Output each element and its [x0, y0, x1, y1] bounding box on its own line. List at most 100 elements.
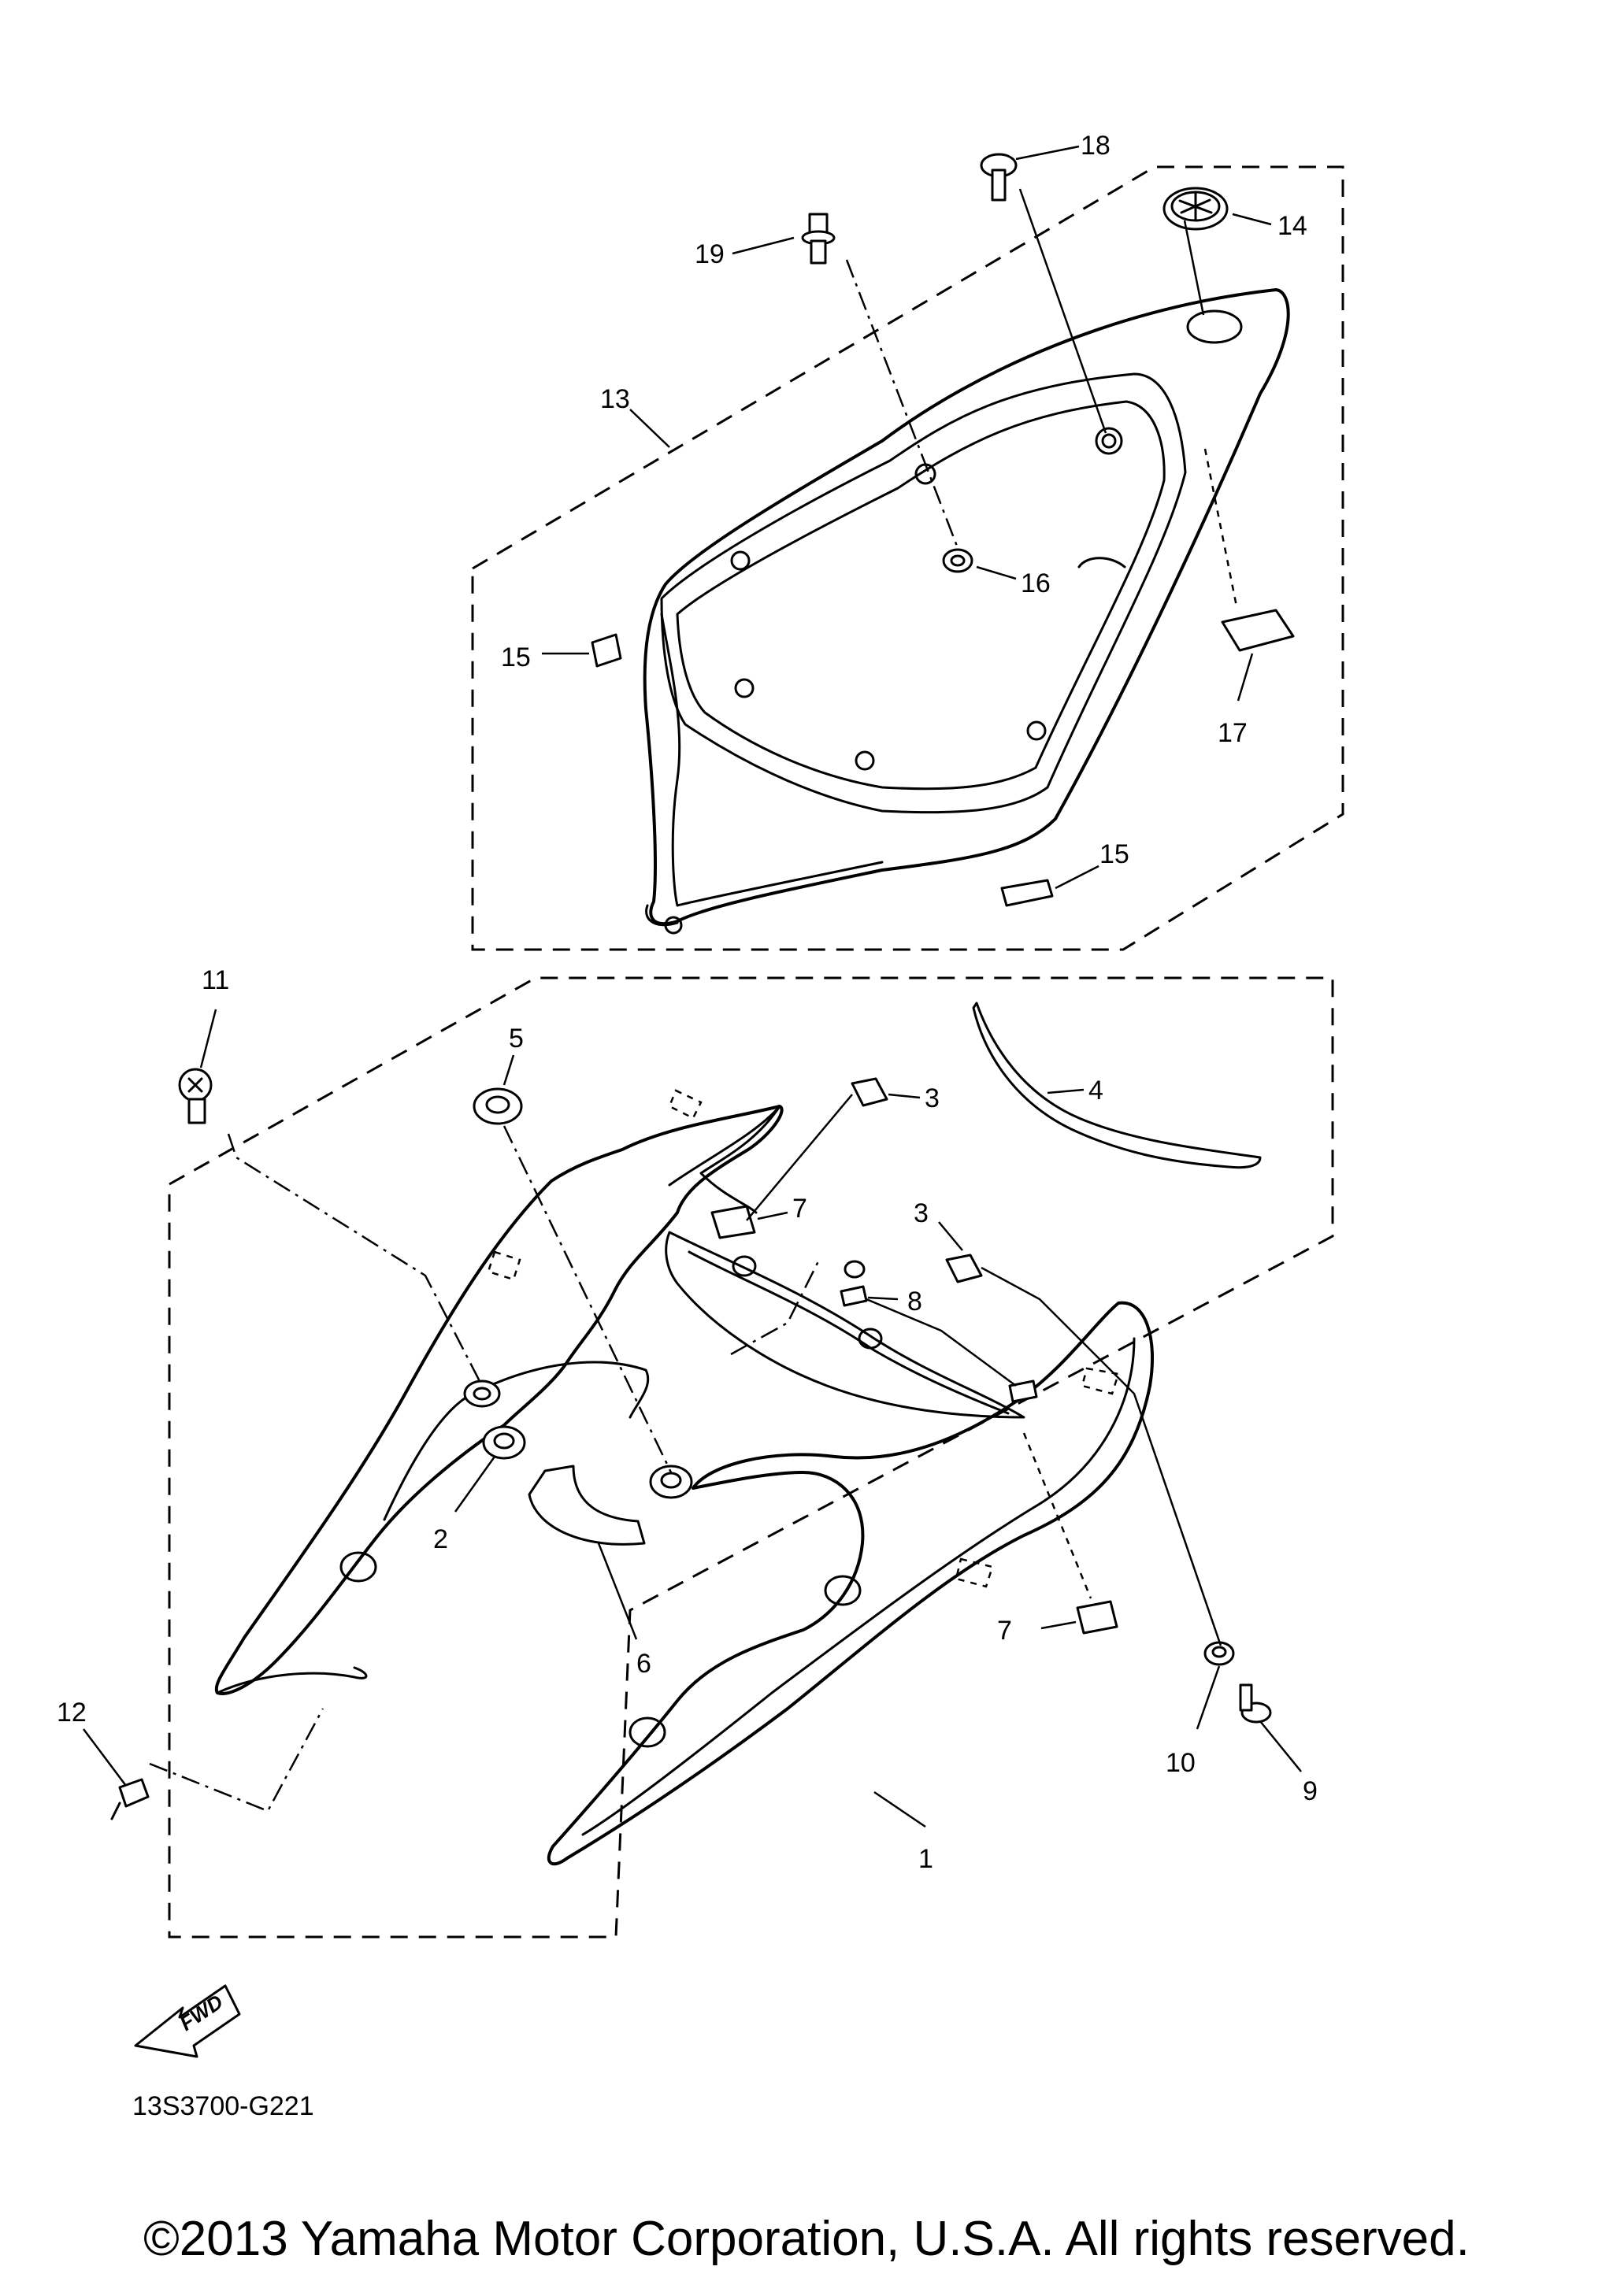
side-cover-left: [214, 1105, 784, 1695]
mount-boss: [629, 1716, 666, 1748]
callout-15-a: 15: [501, 643, 531, 672]
tuning-fork-icon: [1178, 192, 1213, 220]
hidden-clip: [487, 1250, 521, 1281]
mount-boss: [732, 1255, 757, 1277]
seat-cowl-inner-frame: [660, 372, 1187, 814]
clip-nut-part-3-a: [851, 1077, 888, 1107]
leader-18: [1015, 145, 1080, 161]
screw-part-11-shank: [187, 1098, 206, 1124]
damper-part-17: [1221, 609, 1295, 652]
cowl-foot: [645, 904, 679, 927]
callout-9: 9: [1303, 1776, 1318, 1806]
grommet-inner-hole: [660, 1472, 682, 1489]
leader-17: [1237, 653, 1254, 702]
damper-part-8-a: [840, 1285, 868, 1307]
callout-5: 5: [509, 1024, 524, 1054]
callout-17: 17: [1218, 718, 1248, 748]
leader-7-b: [1040, 1620, 1077, 1630]
callout-1: 1: [918, 1844, 933, 1874]
mount-boss-inner: [1101, 433, 1117, 449]
inner-panel: [665, 1231, 1025, 1419]
grommet-part-2: [482, 1425, 526, 1460]
lower-assembly-group: [83, 976, 1334, 1939]
clip-nut-part-3-b: [945, 1254, 983, 1283]
cowl-foot-pin: [664, 916, 683, 935]
mount-tab: [1077, 557, 1126, 568]
assembly-line: [1018, 188, 1107, 434]
leader-2: [454, 1456, 496, 1513]
fwd-arrow-icon: [134, 1984, 241, 2058]
side-cover-part-1-edge: [581, 1337, 1136, 1836]
grommet-part-2-hole: [493, 1432, 515, 1450]
cross-recess-icon: [187, 1077, 203, 1093]
assembly-line: [1022, 1432, 1092, 1599]
grommet-part-16: [942, 548, 973, 573]
damper-part-7-a: [710, 1205, 756, 1239]
collar-part-10-hole: [1211, 1646, 1227, 1658]
mount-boss: [1095, 427, 1123, 455]
leader-8: [867, 1296, 899, 1301]
seat-cowl-hole: [1186, 309, 1243, 344]
callout-14: 14: [1277, 211, 1307, 241]
leader-7-a: [757, 1211, 788, 1220]
seat-cowl-lower-edge: [660, 613, 884, 907]
grommet-inner: [649, 1465, 693, 1499]
collar-part-10: [1203, 1641, 1235, 1666]
leader-11: [199, 1009, 217, 1068]
assembly-line: [746, 1094, 853, 1221]
mount-boss: [855, 750, 875, 771]
mount-boss: [1026, 720, 1047, 741]
leader-12: [83, 1728, 127, 1787]
callout-3-a: 3: [925, 1083, 940, 1113]
emblem-part-14-inner: [1170, 191, 1221, 222]
grommet-part-5: [473, 1087, 523, 1125]
callout-18: 18: [1081, 131, 1111, 161]
leader-5: [502, 1054, 515, 1086]
leader-10: [1196, 1665, 1221, 1730]
assembly-line: [149, 1708, 324, 1813]
callout-7-b: 7: [997, 1616, 1012, 1646]
forward-direction-indicator: FWD: [134, 1984, 241, 2058]
leader-4: [1047, 1088, 1085, 1094]
mount-boss: [339, 1551, 377, 1583]
callout-labels: 18 14 19 13 16 15 17 15 11 5 3 4 7 3 8 2…: [57, 131, 1318, 1874]
leader-13: [629, 409, 670, 448]
leader-1: [873, 1791, 926, 1828]
assembly-line: [1183, 220, 1205, 316]
assembly-line: [227, 1133, 484, 1387]
leader-16: [976, 565, 1017, 580]
assembly-line: [845, 259, 959, 549]
leader-3-b: [938, 1221, 963, 1251]
side-cover-left-inner: [383, 1361, 650, 1521]
callout-11: 11: [202, 965, 229, 995]
assembly-line: [502, 1125, 673, 1473]
damper-part-8-b: [1008, 1379, 1038, 1403]
upper-assembly-group: [471, 145, 1344, 951]
hidden-clip: [1081, 1367, 1120, 1395]
callout-7-a: 7: [792, 1194, 807, 1224]
leader-9: [1259, 1720, 1302, 1772]
grommet-part-5-hole: [485, 1095, 510, 1114]
rivet-part-12: [118, 1778, 150, 1808]
diagram-part-code: 13S3700-G221: [132, 2091, 314, 2121]
leader-19: [732, 236, 795, 255]
assembly-line: [981, 1266, 1222, 1646]
mount-boss: [858, 1328, 883, 1350]
side-cover-left-tab: [216, 1666, 368, 1694]
callout-3-b: 3: [914, 1198, 929, 1228]
mount-boss: [824, 1575, 862, 1606]
pad-part-6: [528, 1465, 646, 1546]
screw-part-18-shank: [991, 168, 1007, 202]
lower-assembly-boundary: [168, 976, 1334, 1939]
leader-14: [1232, 213, 1272, 226]
inner-panel-lip: [688, 1250, 1010, 1415]
damper-part-7-b: [1076, 1600, 1118, 1635]
bracket-upper: [668, 1105, 781, 1214]
upper-assembly-boundary: [471, 165, 1344, 951]
assembly-line: [866, 1298, 1017, 1387]
mount-boss: [844, 1260, 866, 1279]
callout-8: 8: [907, 1287, 922, 1316]
seat-cowl-inner-rim: [676, 400, 1166, 791]
rivet-part-12-tip: [110, 1802, 121, 1820]
